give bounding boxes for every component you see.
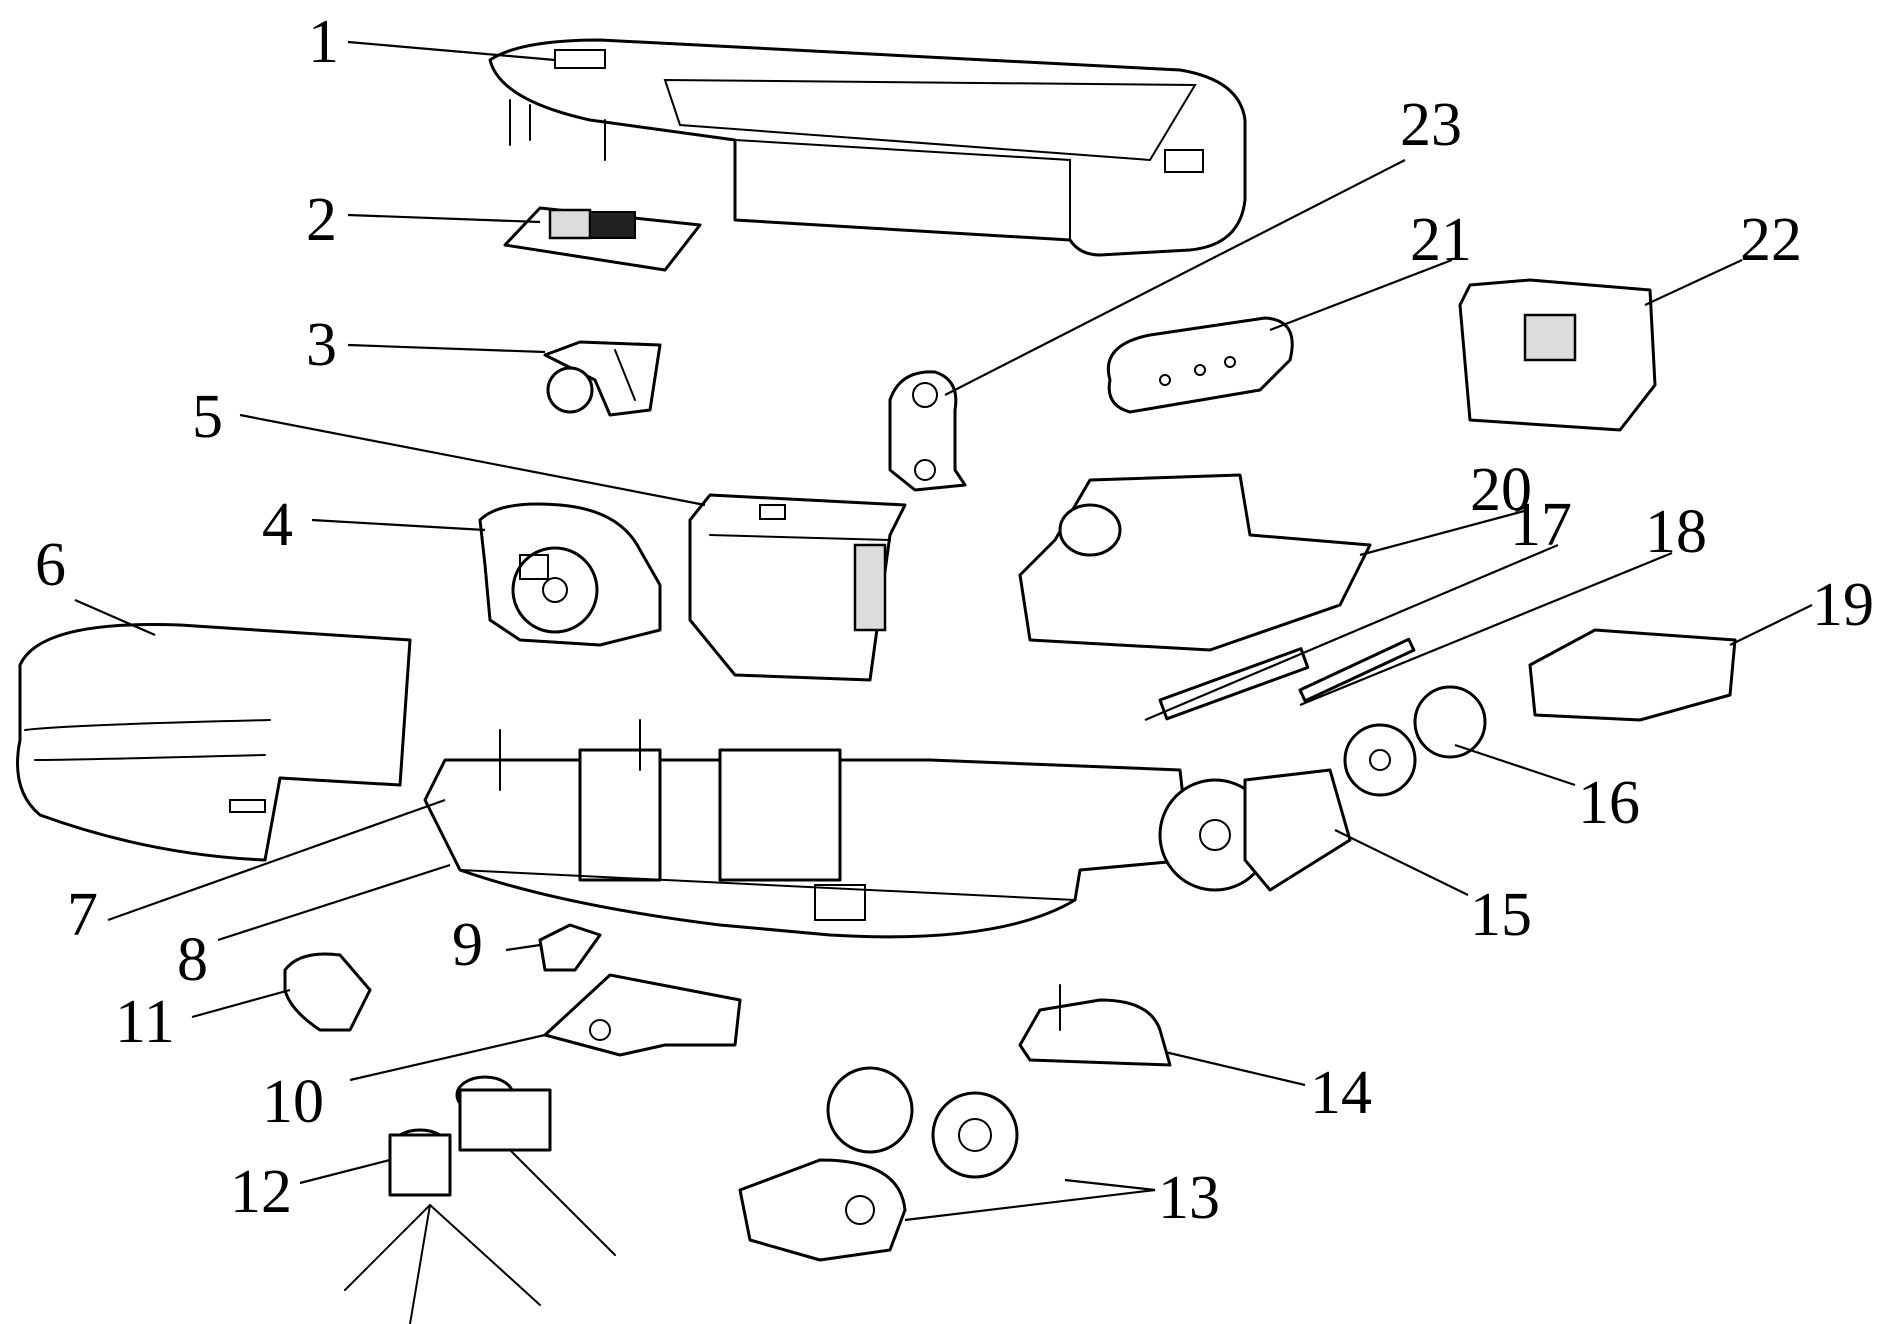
callout-20: 20: [1470, 456, 1532, 524]
part-fan-housing: [478, 502, 662, 647]
part-belt-arm: [888, 370, 967, 492]
part-top-cover: [488, 38, 1247, 257]
callout-3: 3: [306, 311, 337, 379]
callout-22: 22: [1740, 206, 1802, 274]
callout-13: 13: [1158, 1164, 1220, 1232]
callout-14: 14: [1310, 1059, 1372, 1127]
callout-17: 17: [1510, 491, 1572, 559]
callout-2: 2: [306, 186, 337, 254]
callout-7: 7: [67, 881, 98, 949]
callout-9: 9: [452, 911, 483, 979]
part-tray-housing: [1018, 473, 1372, 652]
callout-labels: 1 2 3 4 5 6 7 8 9 10 11 12 13 14 15 16 1…: [35, 8, 1874, 1232]
part-gearbox-block: [1458, 278, 1657, 432]
part-shafts: [1158, 637, 1416, 721]
part-small-module: [1528, 628, 1737, 722]
part-capsule: [1107, 316, 1294, 414]
part-drive-motor: [1018, 984, 1172, 1067]
part-side-brush-motors: [344, 1075, 616, 1324]
callout-1: 1: [308, 8, 339, 76]
part-brush-frame: [543, 973, 742, 1057]
callout-23: 23: [1400, 91, 1462, 159]
callout-11: 11: [115, 988, 175, 1056]
part-circuit-board: [503, 206, 702, 272]
callout-10: 10: [262, 1068, 324, 1136]
leader-lines: [74, 40, 1813, 1222]
part-sensor-module: [543, 340, 662, 417]
callout-19: 19: [1812, 571, 1874, 639]
callout-5: 5: [192, 383, 223, 451]
callout-8: 8: [177, 926, 208, 994]
callout-15: 15: [1470, 881, 1532, 949]
callout-12: 12: [230, 1158, 292, 1226]
part-caster-wheel: [283, 952, 372, 1032]
callout-6: 6: [35, 531, 66, 599]
part-clip: [538, 923, 602, 972]
callout-21: 21: [1410, 206, 1472, 274]
callout-16: 16: [1578, 769, 1640, 837]
part-chassis: [423, 719, 1192, 939]
part-roller: [1343, 685, 1487, 797]
part-dust-box: [688, 493, 907, 682]
part-bumper: [16, 623, 412, 862]
part-gear-trains: [738, 1066, 1019, 1262]
callout-18: 18: [1645, 498, 1707, 566]
part-roller-motor: [1158, 768, 1352, 892]
callout-4: 4: [262, 491, 293, 559]
